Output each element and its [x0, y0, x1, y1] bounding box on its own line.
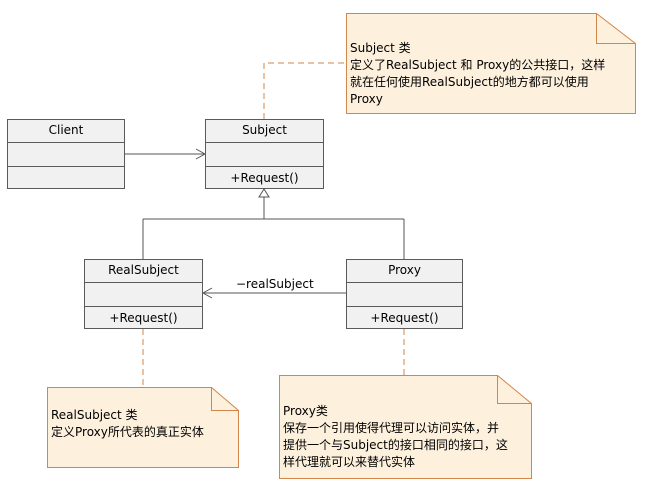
association-role-label: −realSubject [236, 277, 314, 291]
class-attributes [206, 142, 323, 166]
class-attributes [8, 142, 124, 166]
note-line: 保存一个引用使得代理可以访问实体，并 [283, 421, 500, 435]
client-class: Client [7, 119, 125, 189]
note-line: RealSubject 类 [51, 408, 138, 422]
proxy-note: Proxy类 保存一个引用使得代理可以访问实体，并 提供一个与Subject的接… [279, 375, 532, 479]
note-shape [279, 375, 532, 479]
note-line: Subject 类 [350, 41, 411, 55]
class-operations: +Request() [347, 306, 462, 330]
class-name: RealSubject [108, 263, 179, 277]
note-line: 提供一个与Subject的接口相同的接口，这 [283, 438, 508, 452]
realsubject-class: RealSubject +Request() [84, 259, 203, 329]
class-attributes [347, 282, 462, 306]
generalization-arrowhead [258, 188, 270, 198]
class-name: Client [48, 123, 84, 137]
note-line: Proxy类 [283, 404, 328, 418]
note-line: 定义Proxy所代表的真正实体 [51, 425, 204, 439]
note-line: 定义了RealSubject 和 Proxy的公共接口，这样 [350, 58, 606, 72]
class-name: Subject [242, 123, 287, 137]
note-line: 样代理就可以来替代实体 [283, 455, 416, 469]
note-shape [47, 387, 239, 468]
note-shape [346, 13, 636, 114]
class-operations: +Request() [206, 166, 323, 190]
subject-note: Subject 类 定义了RealSubject 和 Proxy的公共接口，这样… [346, 13, 636, 114]
class-name: Proxy [388, 263, 421, 277]
note-line: 就在任何使用RealSubject的地方都可以使用 [350, 75, 589, 89]
class-attributes [85, 282, 202, 306]
proxy-class: Proxy +Request() [346, 259, 463, 329]
class-operations [8, 166, 124, 190]
realsubject-note: RealSubject 类 定义Proxy所代表的真正实体 [47, 387, 239, 468]
subject-class: Subject +Request() [205, 119, 324, 189]
proxy-realsubject-arrowhead [201, 287, 213, 299]
subject-note-anchor [263, 62, 347, 119]
class-operations: +Request() [85, 306, 202, 330]
note-line: Proxy [350, 92, 383, 106]
